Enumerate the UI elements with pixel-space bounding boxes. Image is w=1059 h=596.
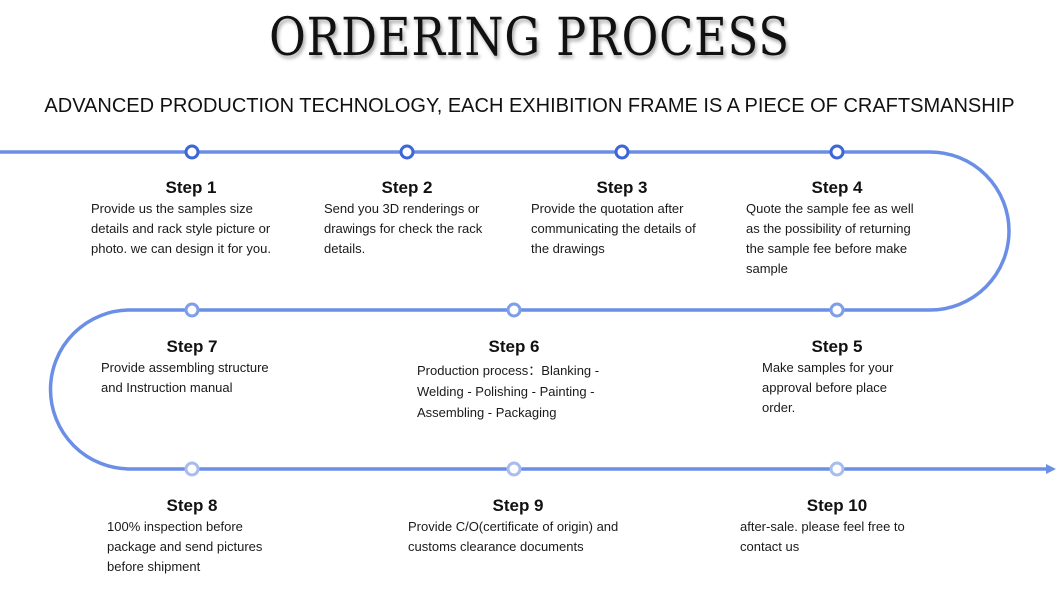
step-6: Step 6 Production process：Blanking - Wel… [417,337,611,423]
step-3: Step 3 Provide the quotation after commu… [531,178,713,259]
step-1: Step 1 Provide us the samples size detai… [91,178,291,259]
step-description: Send you 3D renderings or drawings for c… [324,201,483,256]
step-9: Step 9 Provide C/O(certificate of origin… [408,496,628,557]
step-title: Step 9 [492,496,544,515]
step-title: Step 2 [381,178,433,197]
step-7-node [184,302,200,318]
step-4: Step 4 Quote the sample fee as well as t… [746,178,928,279]
page-subtitle: ADVANCED PRODUCTION TECHNOLOGY, EACH EXH… [44,95,1015,117]
step-description: Provide us the samples size details and … [91,201,271,256]
step-8: Step 8 100% inspection before package an… [107,496,277,577]
step-3-node [614,144,630,160]
step-8-node [184,461,200,477]
step-7: Step 7 Provide assembling structure and … [101,337,283,398]
step-5-node [829,302,845,318]
page-title: ORDERING PROCESS [269,8,790,68]
step-title: Step 1 [165,178,217,197]
step-6-node [506,302,522,318]
step-title: Step 6 [488,337,540,356]
step-title: Step 5 [811,337,863,356]
step-9-node [506,461,522,477]
step-title: Step 4 [811,178,863,197]
step-description: after-sale. please feel free to contact … [740,519,905,554]
step-title: Step 10 [806,496,868,515]
step-title: Step 7 [166,337,218,356]
step-1-node [184,144,200,160]
step-2: Step 2 Send you 3D renderings or drawing… [324,178,490,259]
step-4-node [829,144,845,160]
step-description: Provide C/O(certificate of origin) and c… [408,519,619,554]
step-title: Step 3 [596,178,648,197]
step-description: Production process：Blanking - Welding - … [417,363,600,420]
step-2-node [399,144,415,160]
serpentine-connector-line [0,150,1056,474]
step-description: Provide assembling structure and Instruc… [101,360,269,395]
step-10-node [829,461,845,477]
step-description: Make samples for your approval before pl… [762,360,894,415]
step-10: Step 10 after-sale. please feel free to … [740,496,934,557]
step-description: Provide the quotation after communicatin… [531,201,696,256]
step-5: Step 5 Make samples for your approval be… [762,337,912,418]
step-description: Quote the sample fee as well as the poss… [746,201,914,276]
step-title: Step 8 [166,496,218,515]
step-description: 100% inspection before package and send … [107,519,263,574]
